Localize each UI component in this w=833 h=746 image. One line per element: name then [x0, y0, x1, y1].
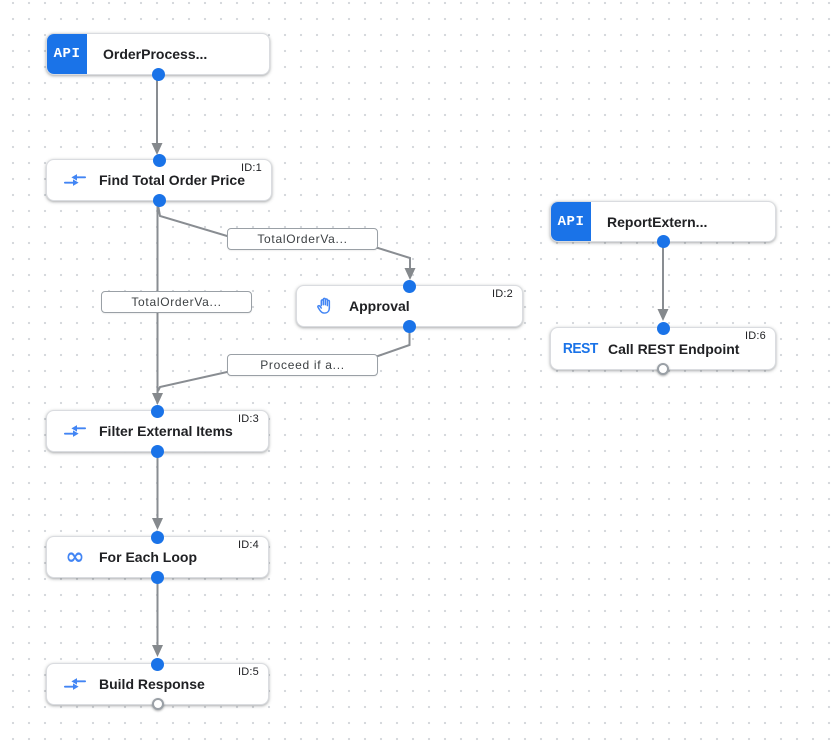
edge-label-approval-to-filter[interactable]: Proceed if a...	[227, 354, 378, 376]
input-port[interactable]	[656, 321, 670, 335]
output-port[interactable]	[151, 570, 164, 584]
task-title: Filter External Items	[99, 423, 233, 439]
arrowhead-into-foreach	[152, 518, 163, 530]
output-port[interactable]	[152, 193, 166, 207]
trigger-title: ReportExtern...	[607, 213, 708, 230]
task-id-label: ID:2	[492, 288, 513, 300]
output-port[interactable]	[151, 67, 165, 81]
approval-hand-icon	[313, 294, 337, 318]
task-id-label: ID:3	[238, 413, 259, 425]
output-port[interactable]	[403, 319, 416, 333]
output-port[interactable]	[656, 234, 670, 248]
task-id-label: ID:6	[745, 330, 766, 342]
input-port[interactable]	[152, 153, 166, 167]
input-port[interactable]	[151, 530, 164, 544]
infinity-loop-icon: ∞	[65, 544, 85, 570]
task-id-label: ID:4	[238, 539, 259, 551]
add-output-port[interactable]	[151, 698, 164, 710]
edge-label-find-to-approval[interactable]: TotalOrderVa...	[227, 228, 378, 250]
task-title: Approval	[349, 298, 410, 314]
rest-icon: REST	[562, 340, 598, 357]
input-port[interactable]	[151, 404, 164, 418]
trigger-node-report-external[interactable]: API ReportExtern...	[550, 201, 776, 248]
api-trigger-badge-icon: API	[47, 34, 87, 74]
input-port[interactable]	[403, 279, 416, 293]
task-title: Build Response	[99, 676, 205, 692]
add-output-port[interactable]	[657, 363, 669, 375]
task-node-call-rest-endpoint[interactable]: ID:6 REST Call REST Endpoint	[550, 321, 776, 375]
arrowhead-into-approval	[404, 268, 416, 280]
arrowhead-into-build	[152, 645, 163, 657]
arrowhead-into-rest	[657, 309, 669, 321]
task-node-find-total-order-price[interactable]: ID:1 Find Total Order Price	[46, 153, 272, 207]
input-port[interactable]	[151, 657, 164, 671]
data-mapping-icon	[63, 419, 87, 443]
arrowhead-into-filter	[152, 393, 163, 405]
task-id-label: ID:1	[241, 162, 262, 174]
task-node-approval[interactable]: ID:2 Approval	[296, 279, 523, 333]
trigger-node-order-process[interactable]: API OrderProcess...	[46, 33, 270, 81]
api-trigger-badge-icon: API	[551, 202, 591, 241]
data-mapping-icon	[63, 672, 87, 696]
task-node-filter-external-items[interactable]: ID:3 Filter External Items	[46, 404, 269, 458]
output-port[interactable]	[151, 444, 164, 458]
task-title: For Each Loop	[99, 549, 197, 565]
arrowhead-into-find	[151, 143, 163, 155]
trigger-title: OrderProcess...	[103, 46, 208, 62]
data-mapping-icon	[63, 168, 87, 192]
task-title: Find Total Order Price	[99, 172, 245, 188]
task-id-label: ID:5	[238, 666, 259, 678]
task-node-build-response[interactable]: ID:5 Build Response	[46, 657, 269, 710]
edge-label-find-to-filter[interactable]: TotalOrderVa...	[101, 291, 252, 313]
task-title: Call REST Endpoint	[608, 340, 740, 357]
task-node-for-each-loop[interactable]: ID:4 ∞ For Each Loop	[46, 530, 269, 584]
